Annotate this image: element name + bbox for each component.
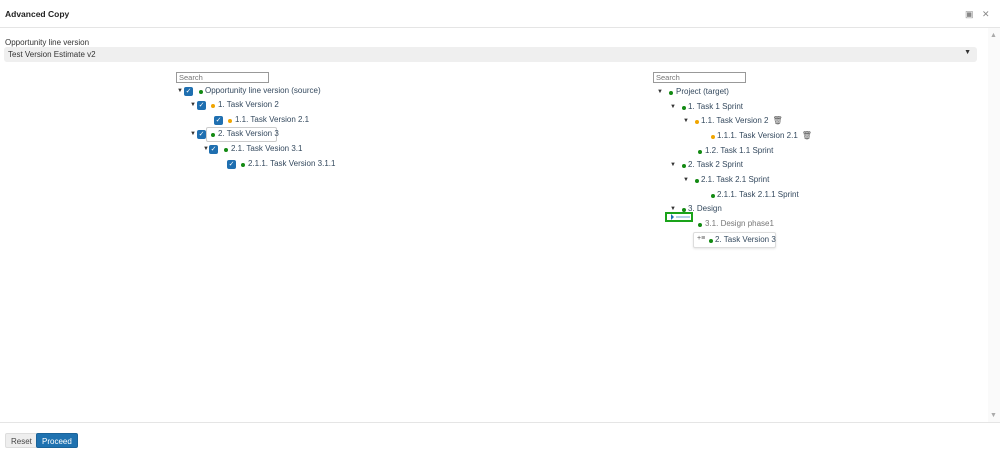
status-dot-icon <box>211 133 215 137</box>
checkbox[interactable]: ✓ <box>197 101 206 110</box>
dialog-header <box>0 0 1000 28</box>
status-dot-icon <box>695 179 699 183</box>
target-search-input[interactable] <box>653 72 746 83</box>
status-dot-icon <box>698 150 702 154</box>
checkbox[interactable]: ✓ <box>209 145 218 154</box>
drop-arrow-icon <box>671 214 690 220</box>
status-dot-icon <box>711 194 715 198</box>
dialog-title: Advanced Copy <box>5 9 70 19</box>
status-dot-icon <box>711 135 715 139</box>
reset-button[interactable]: Reset <box>5 433 38 448</box>
scroll-up-icon[interactable]: ▲ <box>990 32 997 39</box>
expand-toggle-icon[interactable]: ▼ <box>203 146 209 152</box>
status-dot-icon <box>211 104 215 108</box>
checkbox[interactable]: ✓ <box>184 87 193 96</box>
expand-toggle-icon[interactable]: ▼ <box>670 104 676 110</box>
expand-toggle-icon[interactable]: ▼ <box>190 102 196 108</box>
status-dot-icon <box>682 208 686 212</box>
scroll-down-icon[interactable]: ▼ <box>990 412 997 419</box>
tree-node-label[interactable]: Project (target) <box>676 87 729 96</box>
checkbox[interactable]: ✓ <box>197 130 206 139</box>
tree-node-label[interactable]: 2.1. Task Vesion 3.1 <box>231 144 303 153</box>
status-dot-icon <box>682 164 686 168</box>
trash-icon[interactable]: 🗑 <box>772 116 783 125</box>
expand-toggle-icon[interactable]: ▼ <box>683 177 689 183</box>
status-dot-icon <box>241 163 245 167</box>
version-select-value: Test Version Estimate v2 <box>8 50 96 59</box>
status-dot-icon <box>224 148 228 152</box>
tree-node-label[interactable]: 1.1.1. Task Version 2.1 <box>717 131 798 140</box>
tree-node-label[interactable]: 2. Task Version 3 <box>218 129 279 138</box>
checkbox[interactable]: ✓ <box>227 160 236 169</box>
minimize-icon[interactable]: ▣ <box>965 9 974 19</box>
drop-indicator <box>665 212 693 222</box>
dialog-footer <box>0 422 1000 459</box>
tree-node-label[interactable]: 2.1.1. Task 2.1.1 Sprint <box>717 190 799 199</box>
checkbox[interactable]: ✓ <box>214 116 223 125</box>
tree-node-label[interactable]: 1.1. Task Version 2.1 <box>235 115 310 124</box>
version-label: Opportunity line version <box>5 38 90 47</box>
tree-node-label[interactable]: 3. Design <box>688 204 722 213</box>
tree-node-row: 1.1. Task Version 2🗑 <box>701 115 783 127</box>
expand-toggle-icon[interactable]: ▼ <box>190 131 196 137</box>
trash-icon[interactable]: 🗑 <box>801 131 812 140</box>
tree-node-label[interactable]: Opportunity line version (source) <box>205 86 321 95</box>
expand-toggle-icon[interactable]: ▼ <box>670 162 676 168</box>
proceed-button[interactable]: Proceed <box>36 433 78 448</box>
tree-node-row: 1.1.1. Task Version 2.1🗑 <box>717 130 812 142</box>
version-select[interactable]: Test Version Estimate v2 ▼ <box>4 47 977 62</box>
expand-toggle-icon[interactable]: ▼ <box>657 89 663 95</box>
status-dot-icon <box>228 119 232 123</box>
tree-node-label[interactable]: 1.1. Task Version 2 <box>701 116 769 125</box>
tree-node-label[interactable]: 2.1.1. Task Version 3.1.1 <box>248 159 336 168</box>
chevron-down-icon: ▼ <box>964 49 971 56</box>
scrollbar[interactable]: ▲ ▼ <box>988 28 1000 422</box>
tree-node-label[interactable]: 2. Task 2 Sprint <box>688 160 743 169</box>
expand-toggle-icon[interactable]: ▼ <box>670 206 676 212</box>
expand-toggle-icon[interactable]: ▼ <box>177 88 183 94</box>
drag-helper: +≡ 2. Task Version 3 <box>693 232 776 248</box>
status-dot-icon <box>682 106 686 110</box>
tree-node-label[interactable]: 3.1. Design phase1 <box>705 219 774 228</box>
status-dot-icon <box>669 91 673 95</box>
status-dot-icon <box>698 223 702 227</box>
close-icon[interactable]: ✕ <box>982 9 990 19</box>
status-dot-icon <box>695 120 699 124</box>
tree-node-label[interactable]: 2.1. Task 2.1 Sprint <box>701 175 770 184</box>
tree-node-label[interactable]: 1. Task Version 2 <box>218 100 279 109</box>
drag-helper-label: 2. Task Version 3 <box>715 235 776 244</box>
source-search-input[interactable] <box>176 72 269 83</box>
status-dot-icon <box>199 90 203 94</box>
tree-node-selected[interactable] <box>206 127 277 142</box>
expand-toggle-icon[interactable]: ▼ <box>683 118 689 124</box>
drag-insert-icon: +≡ <box>697 235 706 242</box>
status-dot-icon <box>709 239 713 243</box>
tree-node-label[interactable]: 1. Task 1 Sprint <box>688 102 743 111</box>
tree-node-label[interactable]: 1.2. Task 1.1 Sprint <box>705 146 774 155</box>
